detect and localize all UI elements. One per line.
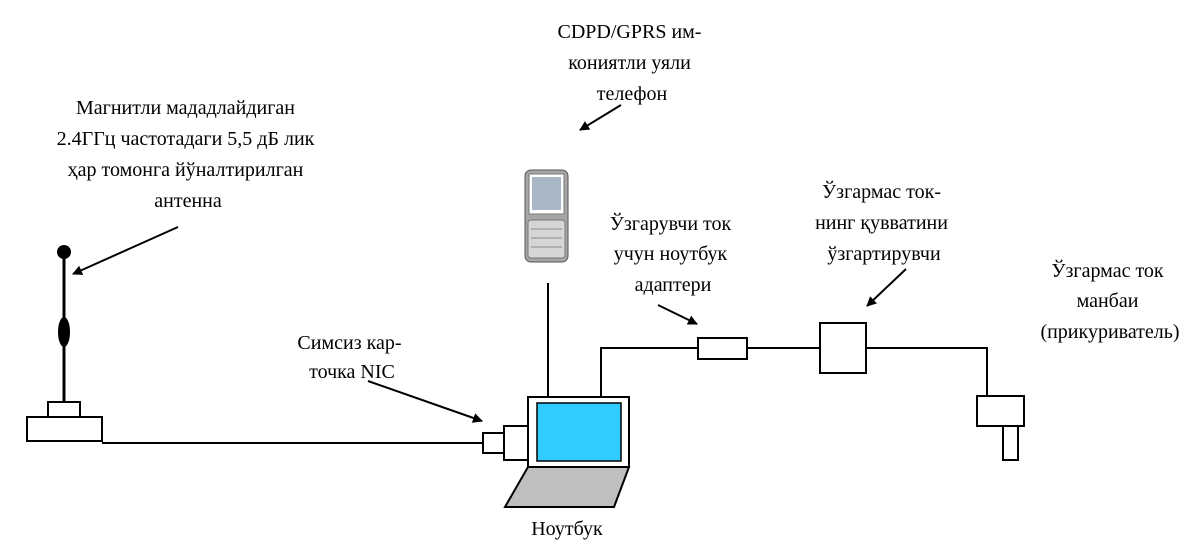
ac-adapter-arrow (657, 304, 698, 325)
dc-source-label: Ўзгармас ток манбаи (прикуриватель) (1040, 259, 1179, 343)
ac-adapter-label: Ўзгарувчи ток учун ноутбук адаптери (610, 212, 737, 296)
antenna-label: Магнитли мададлайдиган 2.4ГГц частотадаг… (57, 97, 320, 212)
ac-adapter (697, 337, 748, 360)
dc-converter (819, 322, 867, 374)
nic-card (482, 425, 529, 461)
phone-arrow (579, 104, 622, 131)
laptop (503, 396, 631, 508)
nic-arrow (367, 380, 483, 423)
antenna-arrow (72, 226, 179, 275)
dc-source (976, 395, 1025, 461)
nic-label: Симсиз кар- точка NIC (297, 332, 406, 383)
phone-label: CDPD/GPRS им- кониятли уяли телефон (558, 21, 707, 105)
dc-converter-label: Ўзгармас ток- нинг қувватини ўзгартирувч… (815, 180, 953, 265)
antenna (26, 245, 103, 442)
cables (102, 283, 988, 444)
cell-phone (524, 169, 569, 263)
laptop-label: Ноутбук (531, 518, 603, 540)
dc-converter-arrow (866, 268, 907, 307)
